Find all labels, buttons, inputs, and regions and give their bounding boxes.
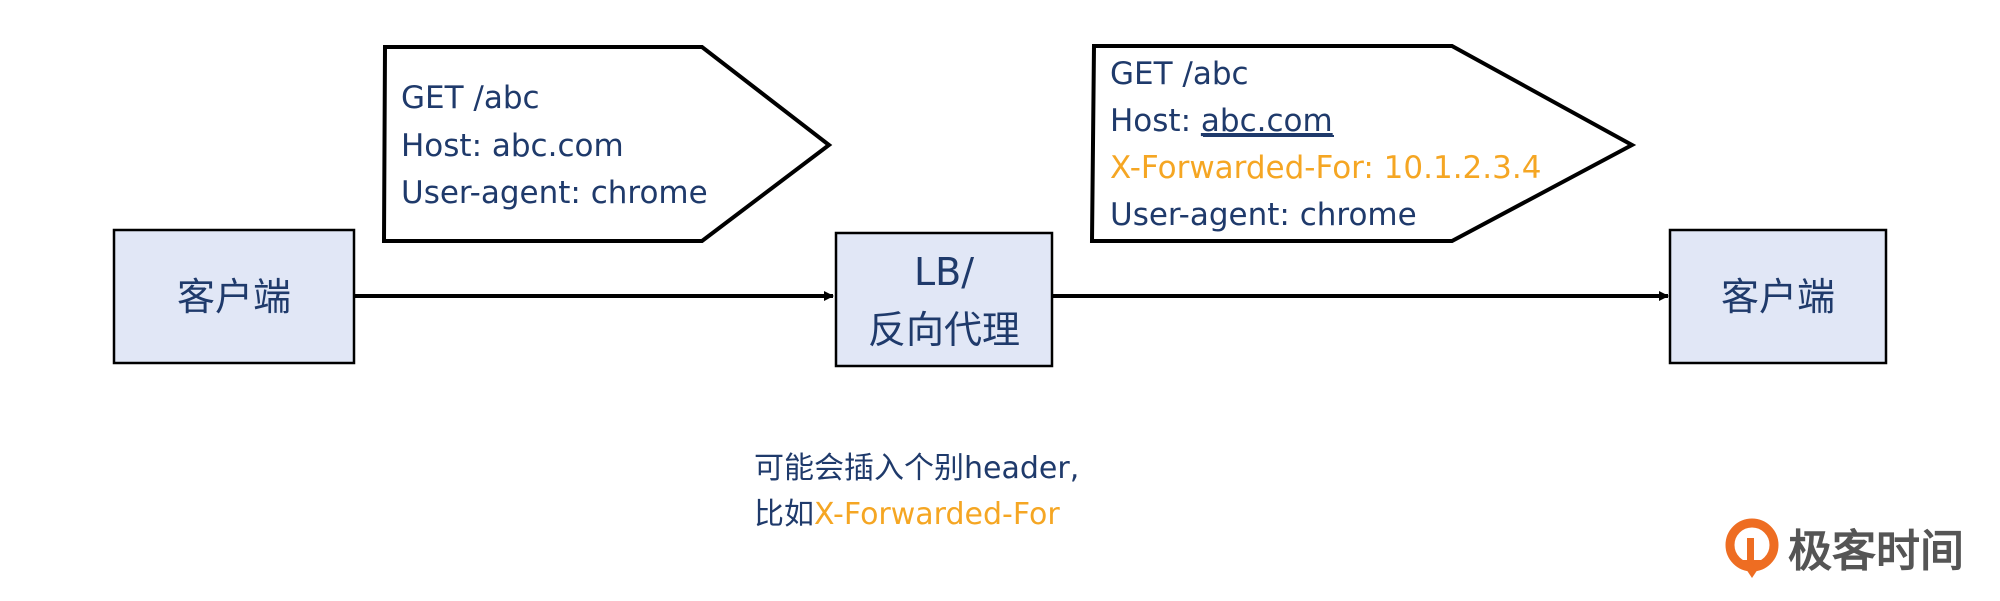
proxy-label-line-2: 反向代理 (868, 308, 1020, 352)
caption-line-2: 比如X-Forwarded-For (754, 497, 1060, 532)
host-label: Host: (1110, 103, 1201, 139)
caption-line-2-prefix: 比如 (754, 497, 814, 532)
proxy-box (834, 231, 1054, 368)
request-after-shape (1089, 44, 1637, 243)
request-before-bubble: GET /abc Host: abc.com User-agent: chrom… (381, 45, 833, 243)
host-value: abc.com (1201, 103, 1333, 139)
client-left-label: 客户端 (177, 275, 291, 319)
proxy-label-line-1: LB/ (914, 250, 974, 294)
request-after-line-4: User-agent: chrome (1110, 197, 1417, 233)
request-before-shape (381, 45, 833, 243)
geektime-logo-icon (1725, 518, 1779, 578)
request-before-line-2: Host: abc.com (401, 128, 624, 164)
client-right-label: 客户端 (1721, 275, 1835, 319)
caption-line-1: 可能会插入个别header, (754, 451, 1079, 486)
geektime-logo: 极客时间 (1725, 518, 1964, 578)
request-after-bubble: GET /abc Host: abc.com X-Forwarded-For: … (1089, 44, 1637, 243)
caption-highlight: X-Forwarded-For (814, 497, 1060, 532)
request-after-xff-line: X-Forwarded-For: 10.1.2.3.4 (1110, 150, 1541, 186)
client-right-box (1668, 228, 1888, 365)
geektime-logo-text: 极客时间 (1788, 526, 1964, 577)
client-left-node: 客户端 (112, 228, 356, 365)
caption: 可能会插入个别header, 比如X-Forwarded-For (754, 451, 1079, 532)
request-after-host-line: Host: abc.com (1110, 103, 1333, 139)
request-before-line-3: User-agent: chrome (401, 175, 708, 211)
proxy-node: LB/ 反向代理 (834, 231, 1054, 368)
request-after-line-1: GET /abc (1110, 56, 1249, 92)
client-right-node: 客户端 (1668, 228, 1888, 365)
request-before-line-1: GET /abc (401, 80, 540, 116)
client-left-box (112, 228, 356, 365)
